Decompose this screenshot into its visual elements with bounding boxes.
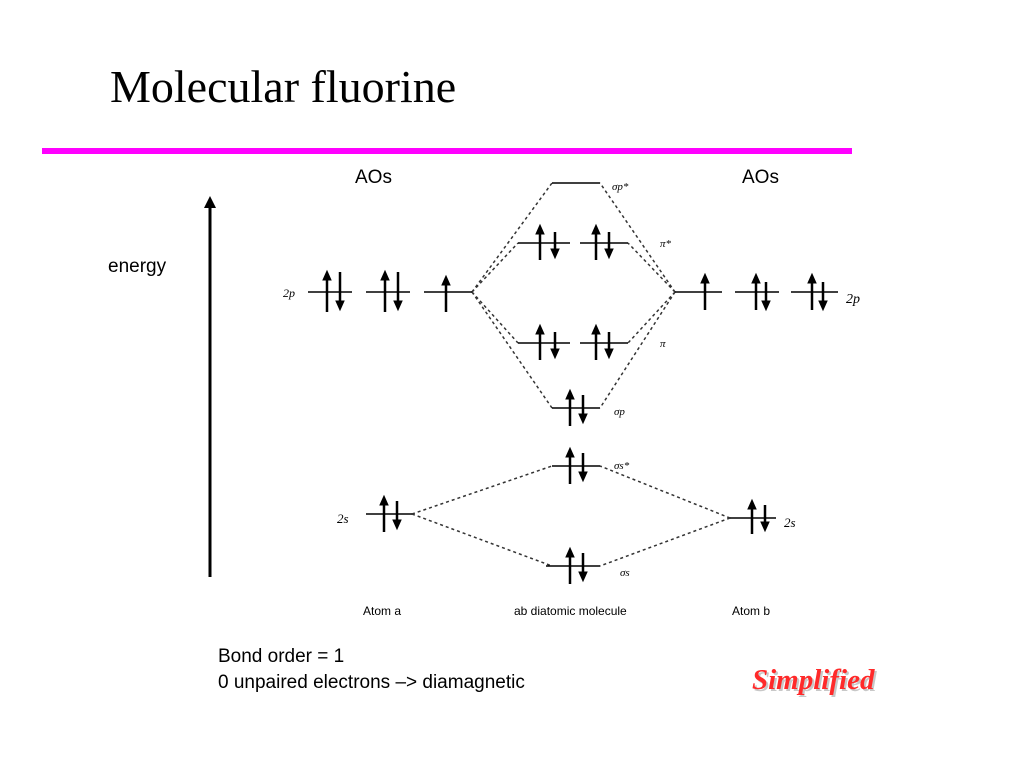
bond-summary: Bond order = 1 0 unpaired electrons –> d… (218, 644, 525, 696)
atom-a-label: Atom a (363, 604, 401, 618)
magnetism-text: 0 unpaired electrons –> diamagnetic (218, 672, 525, 693)
mo-sigma-s-star (552, 446, 600, 484)
simplified-stamp: Simplified (752, 664, 875, 696)
mo-sigma-p-star-label: σp* (612, 181, 629, 193)
atom-b-label: Atom b (732, 604, 770, 618)
bond-order-text: Bond order = 1 (218, 646, 345, 667)
mo-pi (518, 323, 628, 360)
right-2p-label: 2p (846, 292, 860, 307)
molecule-label: ab diatomic molecule (514, 604, 627, 618)
right-2p-orbitals (675, 272, 838, 312)
aos-right-header: AOs (742, 167, 779, 188)
energy-axis-arrowhead (204, 196, 216, 208)
slide-title: Molecular fluorine (110, 61, 457, 112)
mo-sigma-s-label: σs (620, 567, 630, 579)
title-divider (42, 148, 852, 154)
correlation-lines (411, 182, 731, 567)
left-2s-orbital (366, 494, 412, 532)
mo-pi-label: π (660, 338, 666, 350)
mo-pi-star (518, 223, 628, 260)
mo-pi-star-label: π* (660, 238, 672, 250)
right-2s-orbital (730, 498, 776, 534)
right-2s-label: 2s (784, 515, 796, 530)
left-2p-label: 2p (283, 286, 295, 300)
left-2s-label: 2s (337, 511, 349, 526)
energy-axis-label: energy (108, 256, 167, 277)
mo-sigma-s-star-label: σs* (614, 460, 630, 472)
aos-left-header: AOs (355, 167, 392, 188)
mo-sigma-s (546, 546, 600, 584)
left-2p-orbitals (308, 269, 472, 312)
mo-sigma-p (552, 388, 600, 426)
mo-sigma-p-label: σp (614, 406, 625, 418)
